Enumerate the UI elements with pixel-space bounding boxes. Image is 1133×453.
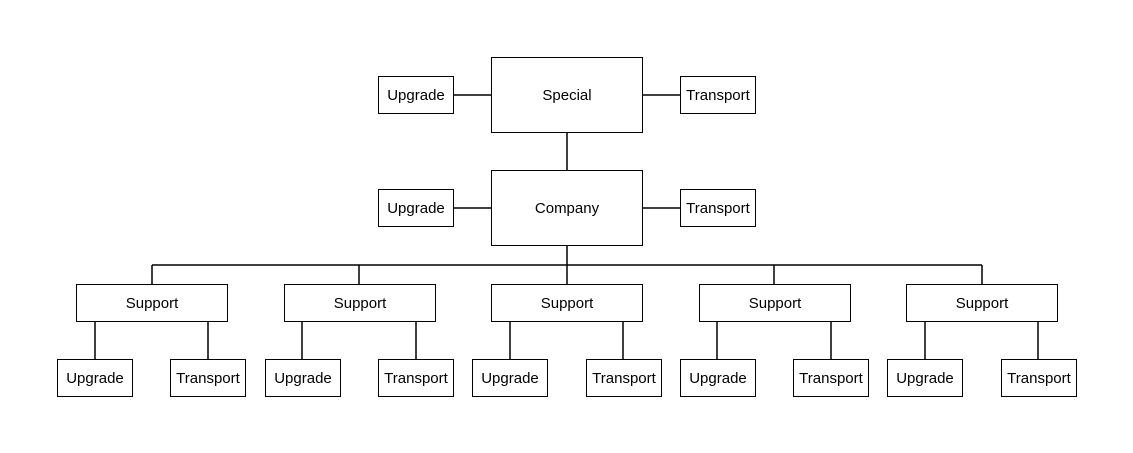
transport-box: Transport (680, 189, 756, 227)
upgrade-box: Upgrade (57, 359, 133, 397)
support-box: Support (699, 284, 851, 322)
transport-box: Transport (680, 76, 756, 114)
transport-box: Transport (170, 359, 246, 397)
transport-box: Transport (378, 359, 454, 397)
upgrade-box: Upgrade (680, 359, 756, 397)
upgrade-box: Upgrade (378, 76, 454, 114)
upgrade-box: Upgrade (472, 359, 548, 397)
upgrade-box: Upgrade (265, 359, 341, 397)
special-box: Special (491, 57, 643, 133)
support-box: Support (491, 284, 643, 322)
support-box: Support (284, 284, 436, 322)
support-box: Support (76, 284, 228, 322)
company-box: Company (491, 170, 643, 246)
support-box: Support (906, 284, 1058, 322)
upgrade-box: Upgrade (378, 189, 454, 227)
transport-box: Transport (1001, 359, 1077, 397)
upgrade-box: Upgrade (887, 359, 963, 397)
transport-box: Transport (586, 359, 662, 397)
transport-box: Transport (793, 359, 869, 397)
